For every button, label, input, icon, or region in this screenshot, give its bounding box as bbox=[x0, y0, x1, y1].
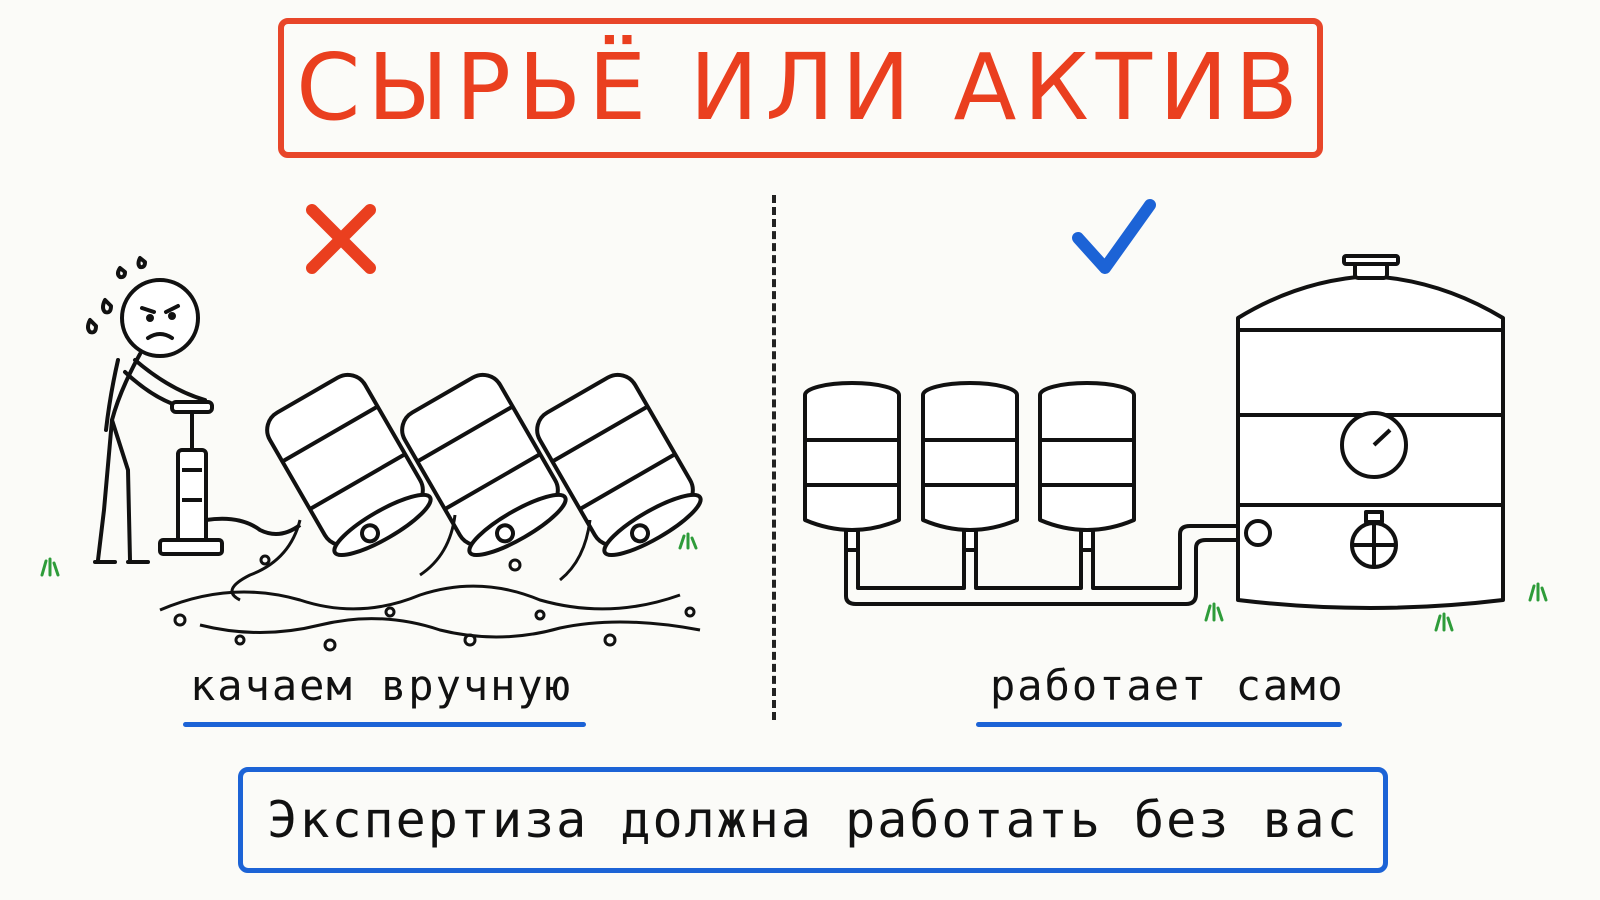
conclusion-frame: Экспертиза должна работать без вас bbox=[238, 767, 1388, 873]
conclusion-text: Экспертиза должна работать без вас bbox=[267, 791, 1359, 849]
tilted-barrels bbox=[265, 372, 703, 558]
grass-tuft bbox=[40, 532, 698, 577]
center-divider bbox=[772, 195, 776, 720]
standing-barrels bbox=[803, 381, 1136, 552]
oil-spill bbox=[159, 514, 701, 652]
cross-icon bbox=[306, 204, 376, 274]
grass-tuft bbox=[1204, 582, 1548, 632]
stick-figure bbox=[86, 256, 207, 564]
title-frame: СЫРЬЁ ИЛИ АКТИВ bbox=[278, 18, 1323, 158]
caption-underline bbox=[976, 722, 1342, 727]
caption-manual: качаем вручную bbox=[190, 661, 573, 710]
check-icon bbox=[1072, 199, 1156, 274]
caption-underline bbox=[183, 722, 586, 727]
caption-automatic: работает само bbox=[990, 661, 1345, 710]
pipeline bbox=[844, 524, 1252, 606]
storage-tank bbox=[1236, 254, 1505, 610]
hand-pump bbox=[158, 400, 302, 556]
page-title: СЫРЬЁ ИЛИ АКТИВ bbox=[296, 34, 1305, 141]
